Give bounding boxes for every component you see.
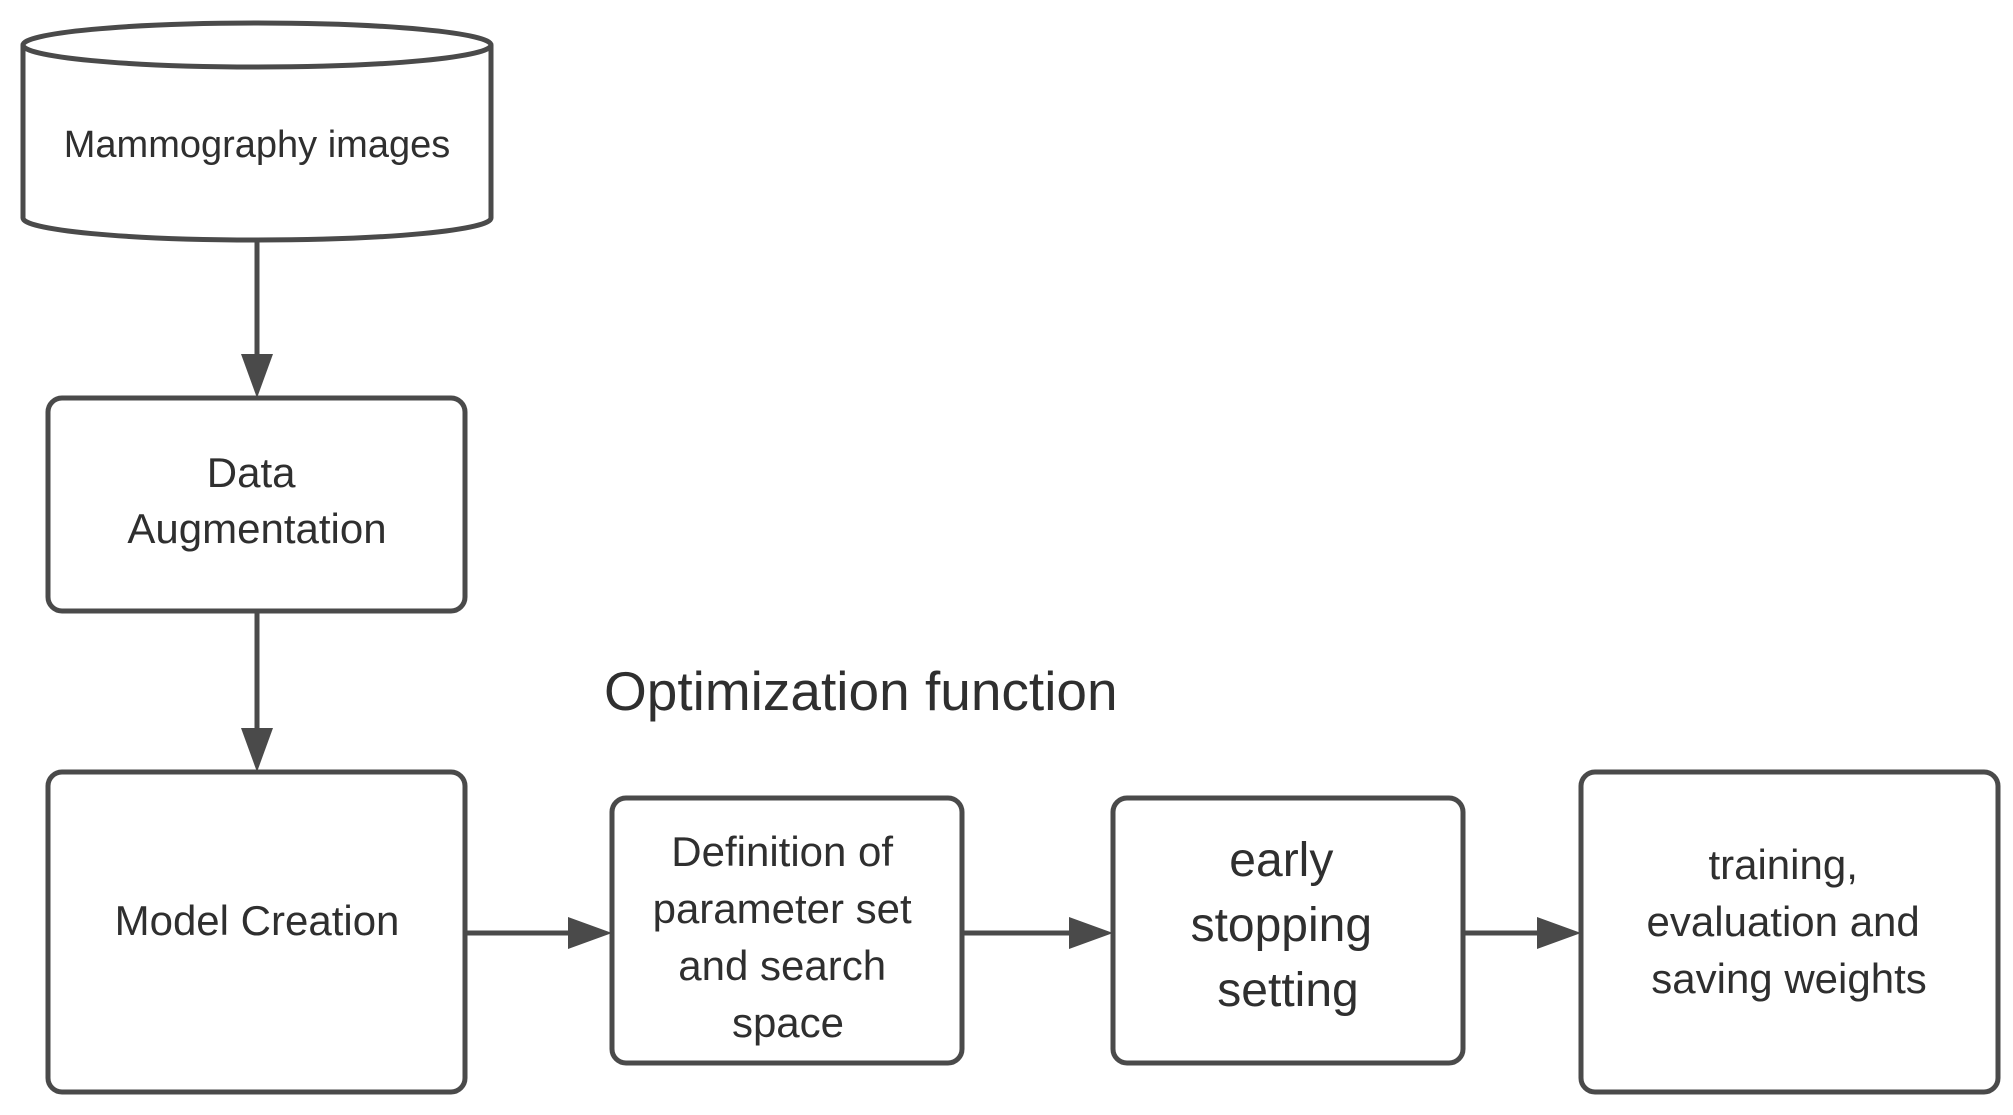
database-cylinder-body: [20, 45, 494, 243]
arrowhead-mammography-to-augmentation: [241, 354, 273, 398]
node-model-creation: Model Creation: [45, 769, 468, 1095]
flowchart-edges: [241, 240, 1581, 949]
node-label-data-augmentation: Data Augmentation: [127, 449, 386, 552]
node-early-stopping: early stopping setting: [1110, 795, 1466, 1066]
arrowhead-definition-to-early: [1069, 917, 1113, 949]
arrowhead-model-to-definition: [568, 917, 612, 949]
database-cylinder-top: [20, 20, 494, 70]
arrowhead-early-to-training: [1537, 917, 1581, 949]
node-label-model-creation: Model Creation: [115, 897, 400, 944]
node-training-evaluation: training, evaluation and saving weights: [1578, 769, 2001, 1095]
node-parameter-definition: Definition of parameter set and search s…: [609, 795, 965, 1066]
node-label-parameter-definition: Definition of parameter set and search s…: [653, 828, 924, 1046]
arrowhead-augmentation-to-model: [241, 728, 273, 772]
node-data-augmentation: Data Augmentation: [45, 395, 468, 614]
node-label-mammography-images: Mammography images: [64, 124, 450, 166]
node-mammography-images: Mammography images: [20, 20, 494, 243]
node-label-training-evaluation: training, evaluation and saving weights: [1647, 841, 1932, 1002]
node-label-early-stopping: early stopping setting: [1191, 834, 1386, 1017]
optimization-function-heading: Optimization function: [604, 660, 1118, 722]
